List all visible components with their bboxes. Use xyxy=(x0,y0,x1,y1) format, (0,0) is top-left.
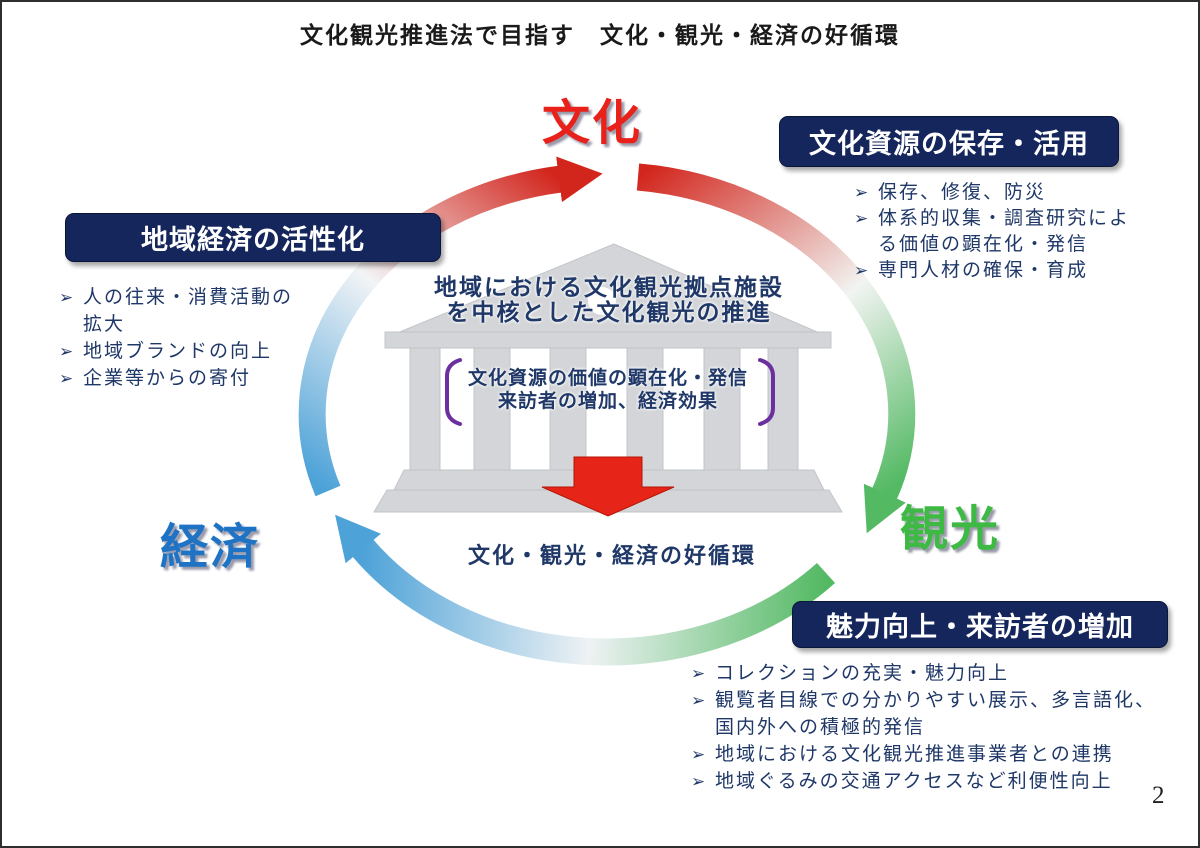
panel-list-economy: ➢ 人の往来・消費活動の拡大 ➢ 地域ブランドの向上 ➢ 企業等からの寄付 xyxy=(59,284,311,392)
cycle-caption: 文化・観光・経済の好循環 xyxy=(467,543,756,568)
list-item: ➢ コレクションの充実・魅力向上 xyxy=(691,660,1165,687)
arc-economy-to-culture xyxy=(298,156,603,497)
center-heading-line2: を中核とした文化観光の推進 xyxy=(446,299,772,325)
list-item: ➢ 体系的収集・調査研究による価値の顕在化・発信 xyxy=(854,208,1131,255)
bullet-arrow-icon: ➢ xyxy=(691,745,706,764)
bullet-arrow-icon: ➢ xyxy=(854,261,869,280)
page-title: 文化観光推進法で目指す 文化・観光・経済の好循環 xyxy=(300,22,900,48)
list-item: ➢ 地域ぐるみの交通アクセスなど利便性向上 xyxy=(691,768,1165,795)
economy-label: 経済 xyxy=(160,521,261,574)
arc-tourism-to-economy xyxy=(335,514,836,666)
list-item: ➢ 人の往来・消費活動の拡大 xyxy=(59,284,311,338)
list-item: ➢ 地域における文化観光推進事業者との連携 xyxy=(691,741,1165,768)
center-heading-line1: 地域における文化観光拠点施設 xyxy=(434,274,784,300)
bracket-text-line1: 文化資源の価値の顕在化・発信 xyxy=(467,368,748,389)
left-bracket-icon xyxy=(445,358,462,426)
bullet-arrow-icon: ➢ xyxy=(691,691,706,710)
bullet-arrow-icon: ➢ xyxy=(854,209,869,228)
bullet-arrow-icon: ➢ xyxy=(691,772,706,791)
list-item: ➢ 地域ブランドの向上 xyxy=(59,338,311,365)
panel-title-attraction: 魅力向上・来訪者の増加 xyxy=(792,601,1168,648)
tourism-label: 観光 xyxy=(900,503,1001,556)
panel-title-preservation: 文化資源の保存・活用 xyxy=(779,116,1119,167)
bullet-arrow-icon: ➢ xyxy=(854,183,869,202)
list-item: ➢ 観覧者目線での分かりやすい展示、多言語化、国内外への積極的発信 xyxy=(691,687,1165,741)
panel-list-attraction: ➢ コレクションの充実・魅力向上 ➢ 観覧者目線での分かりやすい展示、多言語化、… xyxy=(691,660,1165,795)
list-item: ➢ 保存、修復、防災 xyxy=(854,180,1140,206)
bracket-text-line2: 来訪者の増加、経済効果 xyxy=(497,391,718,412)
page-number: 2 xyxy=(1152,782,1165,809)
panel-title-economy: 地域経済の活性化 xyxy=(65,213,441,262)
culture-label: 文化 xyxy=(542,97,643,150)
list-item: ➢ 企業等からの寄付 xyxy=(59,365,311,392)
panel-list-preservation: ➢ 保存、修復、防災 ➢ 体系的収集・調査研究による価値の顕在化・発信 ➢ 専門… xyxy=(854,180,1140,284)
bullet-arrow-icon: ➢ xyxy=(59,369,74,388)
arc-culture-to-tourism xyxy=(636,163,916,534)
bullet-arrow-icon: ➢ xyxy=(691,664,706,683)
right-bracket-icon xyxy=(758,358,775,426)
center-heading: 地域における文化観光拠点施設 を中核とした文化観光の推進 xyxy=(382,275,836,325)
museum-building-icon xyxy=(373,243,843,513)
down-arrow-icon xyxy=(541,456,675,517)
bracket-icons xyxy=(445,358,775,426)
bracket-text: 文化資源の価値の顕在化・発信 来訪者の増加、経済効果 xyxy=(454,367,762,413)
list-item: ➢ 専門人材の確保・育成 xyxy=(854,258,1140,284)
bullet-arrow-icon: ➢ xyxy=(59,342,74,361)
bullet-arrow-icon: ➢ xyxy=(59,288,74,307)
